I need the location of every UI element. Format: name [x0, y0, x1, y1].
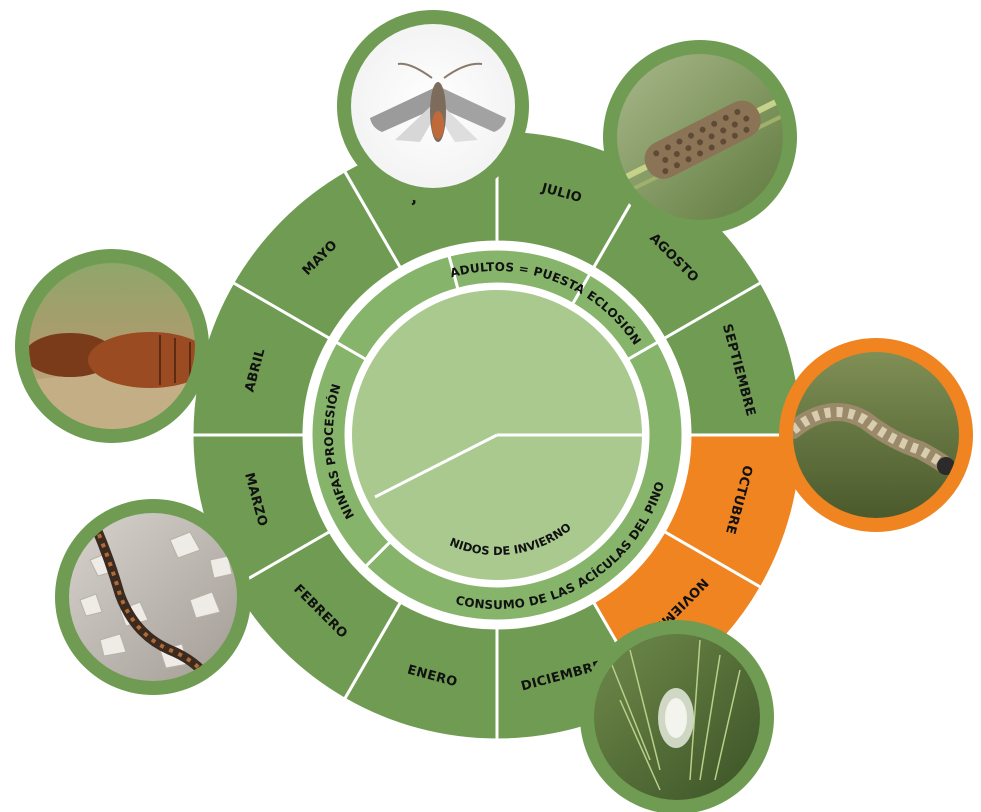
- pupa-icon: [25, 332, 212, 440]
- moth-adult-photo: [337, 10, 529, 202]
- procession-photo: [55, 499, 251, 695]
- pupa-photo: [15, 249, 212, 443]
- winter-nest-photo: [580, 620, 774, 812]
- egg-cluster-photo: [600, 40, 805, 234]
- caterpillar-photo: [779, 338, 973, 532]
